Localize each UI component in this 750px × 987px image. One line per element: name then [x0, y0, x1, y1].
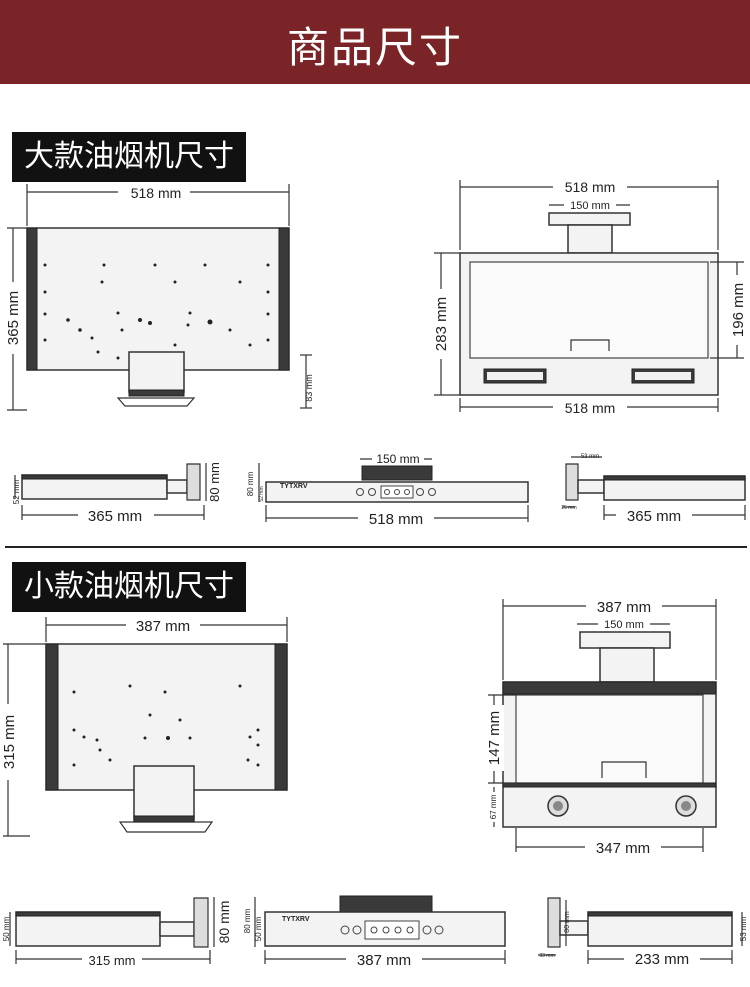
large-panel-pipe-label: 150 mm: [376, 452, 419, 466]
large-top-pipe-label: 83 mm: [304, 374, 314, 402]
large-side-right-off-label: 25 mm: [561, 505, 576, 511]
small-front-width-top-label: 387 mm: [597, 599, 651, 616]
small-front-view: 387 mm 150 mm 147 mm 67 mm 347 mm: [484, 597, 717, 857]
small-panel-width-label: 387 mm: [357, 952, 411, 969]
small-brand-text: TYTXRV: [282, 916, 310, 923]
large-panel-view: 150 mm TYTXRV 80 mm 52 mm 518 mm: [246, 451, 529, 528]
small-top-width-label: 387 mm: [136, 618, 190, 635]
small-panel-h2-label: 50 mm: [254, 916, 263, 941]
large-front-pipe-label: 150 mm: [570, 200, 610, 212]
small-top-depth-label: 315 mm: [1, 715, 18, 769]
header-banner: 商品尺寸: [0, 0, 750, 84]
large-side-left-h-label: 52 mm: [12, 479, 21, 504]
large-brand-text: TYTXRV: [280, 483, 308, 490]
small-side-left-pipe-label: 80 mm: [216, 901, 232, 944]
small-side-right-depth-label: 233 mm: [635, 951, 689, 968]
section-label-large: 大款油烟机尺寸: [12, 132, 246, 182]
small-panel-h1-label: 80 mm: [243, 908, 252, 933]
large-side-left-depth-label: 365 mm: [88, 508, 142, 525]
small-front-lower-label: 67 mm: [489, 794, 498, 819]
section-divider: [5, 546, 747, 548]
page-title: 商品尺寸: [286, 23, 463, 72]
small-side-right-off-label: 33 mm: [539, 953, 554, 959]
small-front-width-bottom-label: 347 mm: [596, 840, 650, 857]
large-side-right-depth-label: 365 mm: [627, 508, 681, 525]
large-panel-h2-label: 52 mm: [259, 486, 265, 501]
large-side-right-pipe-label: 53 mm: [581, 454, 599, 460]
small-side-left-view: 50 mm 80 mm 315 mm: [2, 897, 232, 968]
small-side-right-pipe-label: 80 mm: [564, 911, 571, 933]
large-top-view: 518 mm 365 mm 83 mm: [3, 184, 314, 411]
large-top-depth-label: 365 mm: [5, 291, 22, 345]
large-panel-h1-label: 80 mm: [246, 471, 255, 496]
large-front-height-label: 283 mm: [433, 297, 450, 351]
large-front-view: 518 mm 150 mm 283 mm 196 mm 518 mm: [430, 178, 748, 416]
large-top-width-label: 518 mm: [131, 185, 182, 201]
large-side-left-pipe-label: 80 mm: [207, 462, 222, 502]
small-top-view: 387 mm 315 mm: [0, 617, 288, 837]
large-front-width-bottom-label: 518 mm: [565, 400, 616, 416]
small-side-right-h-label: 53 mm: [739, 916, 748, 941]
large-front-width-top-label: 518 mm: [565, 179, 616, 195]
large-front-glass-label: 196 mm: [730, 283, 747, 337]
large-panel-width-label: 518 mm: [369, 511, 423, 528]
small-panel-view: TYTXRV 50 mm 80 mm 387 mm: [243, 895, 506, 969]
small-front-glass-label: 147 mm: [486, 711, 503, 765]
small-side-left-depth-label: 315 mm: [89, 953, 136, 968]
large-side-right-view: 53 mm 25 mm 365 mm: [561, 454, 746, 525]
small-front-pipe-label: 150 mm: [604, 619, 644, 631]
large-side-left-view: 52 mm 80 mm 365 mm: [12, 462, 222, 525]
small-side-left-h-label: 50 mm: [2, 916, 11, 941]
small-side-right-view: 80 mm 33 mm 53 mm 233 mm: [538, 897, 748, 968]
section-label-small: 小款油烟机尺寸: [12, 562, 246, 612]
